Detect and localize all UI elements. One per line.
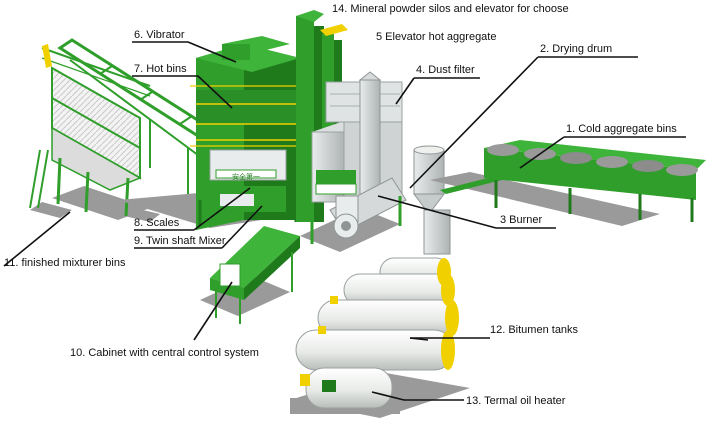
drying-drum (300, 177, 407, 252)
label-cold-aggregate-bins: 1. Cold aggregate bins (566, 123, 677, 135)
bitumen-tank-4 (295, 329, 455, 371)
label-burner: 3 Burner (500, 214, 543, 226)
label-drying-drum: 2. Drying drum (540, 43, 612, 55)
hot-aggregate-elevator (296, 10, 324, 222)
leader-lines (3, 41, 686, 401)
cold-aggregate-bins (430, 140, 706, 226)
label-twin-shaft-mixer: 9. Twin shaft Mixer (134, 235, 226, 247)
label-mineral-powder-silos: 14. Mineral powder silos and elevator fo… (332, 3, 569, 15)
label-thermal-oil-heater: 13. Termal oil heater (466, 395, 566, 407)
dust-filter (311, 71, 403, 211)
label-hot-bins: 7. Hot bins (134, 63, 187, 75)
mineral-powder-silo (413, 145, 451, 255)
label-finished-mixture-bins: 11. finished mixturer bins (4, 257, 126, 269)
label-elevator-hot-aggregate: 5 Elevator hot aggregate (376, 31, 496, 43)
label-scales: 8. Scales (134, 217, 180, 229)
thermal-oil-heater (290, 367, 400, 414)
label-control-cabinet: 10. Cabinet with central control system (70, 347, 259, 359)
label-bitumen-tanks: 12. Bitumen tanks (490, 324, 579, 336)
tower-sign-text: 安全第一 (232, 172, 260, 181)
label-dust-filter: 4. Dust filter (416, 64, 475, 76)
label-vibrator: 6. Vibrator (134, 29, 185, 41)
